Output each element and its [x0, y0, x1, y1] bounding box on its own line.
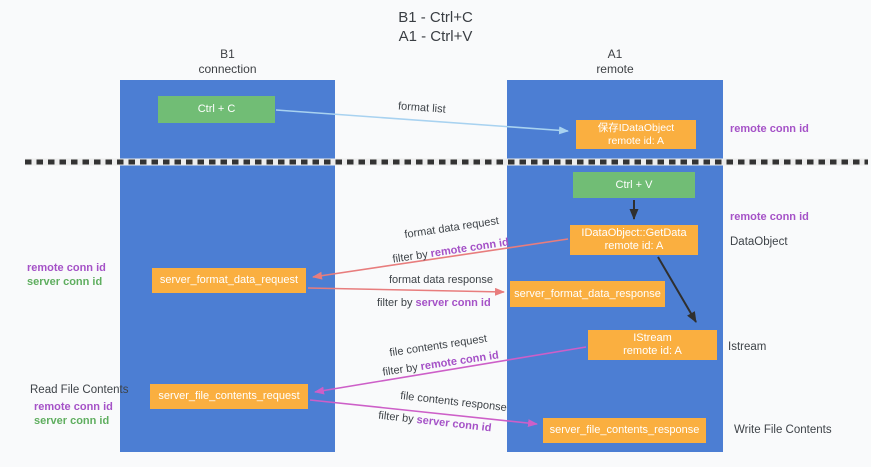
save-idataobject-line1: 保存IDataObject	[597, 121, 675, 134]
filter-by-text: filter by	[377, 297, 416, 309]
edge-label-format-data-response: format data response	[389, 274, 493, 286]
node-server-format-data-response: server_format_data_response	[510, 281, 665, 307]
filter-by-text: filter by	[377, 409, 418, 426]
ctrl-c-label: Ctrl + C	[197, 103, 236, 115]
node-idataobject-getdata: IDataObject::GetData remote id: A	[570, 225, 698, 255]
edge-label-format-data-response-filter: filter by server conn id	[377, 297, 491, 309]
node-server-format-data-request: server_format_data_request	[152, 268, 306, 293]
diagram-title: B1 - Ctrl+C A1 - Ctrl+V	[0, 8, 871, 46]
lane-a1-name: A1	[607, 47, 623, 61]
remote-conn-id-text: remote conn id	[429, 236, 510, 260]
lane-b1-subtitle: connection	[198, 62, 257, 76]
annotation-remote-conn-id-top: remote conn id	[730, 123, 809, 135]
edge-label-format-data-request: format data request	[403, 215, 500, 241]
annotation-remote-conn-id-mid: remote conn id	[730, 211, 809, 223]
edge-label-format-list: format list	[397, 100, 447, 116]
edge-label-format-data-request-filter: filter by remote conn id	[392, 236, 510, 265]
server-conn-id-text: server conn id	[415, 413, 493, 435]
lane-a1-subtitle: remote	[596, 62, 634, 76]
arrow-format-data-response	[307, 287, 505, 296]
edge-label-file-contents-response: file contents response	[399, 389, 508, 415]
getdata-line1: IDataObject::GetData	[581, 227, 687, 239]
getdata-line2: remote id: A	[604, 240, 664, 252]
server-conn-id-text: server conn id	[415, 297, 491, 309]
node-ctrl-c: Ctrl + C	[158, 96, 275, 123]
lane-header-b1-connection: B1 connection	[120, 47, 335, 77]
node-istream: IStream remote id: A	[588, 330, 717, 360]
server-format-data-response-label: server_format_data_response	[514, 287, 661, 300]
node-server-file-contents-response: server_file_contents_response	[543, 418, 706, 443]
title-line-1: B1 - Ctrl+C	[398, 9, 473, 26]
annotation-read-file-contents: Read File Contents	[30, 384, 129, 396]
annotation-server-conn-id-left2: server conn id	[34, 415, 110, 427]
node-ctrl-v: Ctrl + V	[573, 172, 695, 198]
save-idataobject-line2: remote id: A	[607, 134, 665, 147]
annotation-istream: Istream	[728, 341, 767, 353]
filter-by-text: filter by	[381, 361, 422, 379]
node-server-file-contents-request: server_file_contents_request	[150, 384, 308, 409]
annotation-write-file-contents: Write File Contents	[734, 424, 832, 436]
filter-by-text: filter by	[391, 248, 432, 266]
annotation-dataobject: DataObject	[730, 236, 788, 248]
annotation-remote-conn-id-left1: remote conn id	[27, 262, 106, 274]
edge-label-file-contents-response-filter: filter by server conn id	[378, 410, 492, 435]
lane-header-a1-remote: A1 remote	[507, 47, 723, 77]
ctrl-v-label: Ctrl + V	[615, 178, 653, 191]
annotation-server-conn-id-left1: server conn id	[27, 276, 103, 288]
title-line-2: A1 - Ctrl+V	[398, 28, 473, 45]
server-file-contents-request-label: server_file_contents_request	[158, 390, 300, 402]
server-format-data-request-label: server_format_data_request	[159, 274, 299, 286]
lane-b1-name: B1	[220, 47, 235, 61]
istream-line1: IStream	[633, 332, 672, 344]
istream-line2: remote id: A	[623, 345, 682, 357]
node-save-idataobject: 保存IDataObject remote id: A	[576, 120, 696, 149]
annotation-remote-conn-id-left2: remote conn id	[34, 401, 113, 413]
server-file-contents-response-label: server_file_contents_response	[549, 424, 700, 436]
